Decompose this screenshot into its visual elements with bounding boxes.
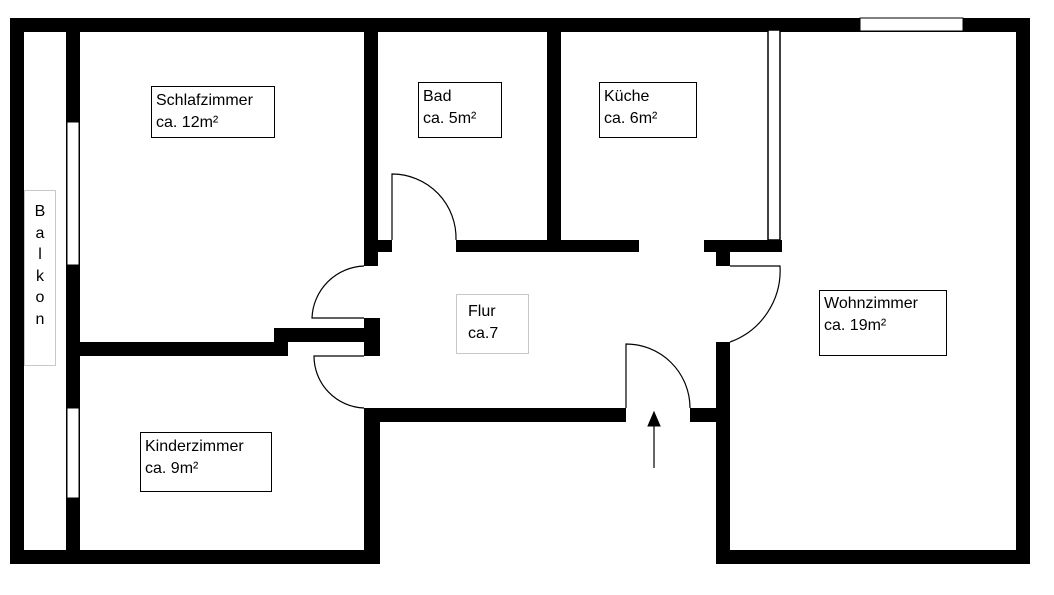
outer-wall-bottom-left — [10, 550, 380, 564]
outer-wall-top — [10, 18, 1030, 32]
wall-schlaf-kinder — [66, 342, 288, 356]
door-bad — [391, 173, 457, 241]
wall-bad-kueche-bottom — [456, 240, 639, 252]
doors — [311, 173, 781, 409]
balkon-label: B a l k o n — [24, 190, 56, 366]
wall-kinderzimmer-right — [364, 408, 380, 564]
wall-wohnzimmer-stub — [716, 240, 730, 266]
wall-flur-wohnzimmer — [716, 342, 730, 564]
wall-bad-bottom-stub — [364, 240, 392, 252]
window-kinderzimmer — [66, 407, 80, 499]
room-name: Küche — [604, 88, 650, 105]
window-schlafzimmer — [66, 121, 80, 266]
entrance-arrow — [647, 410, 661, 468]
wall-bad-kueche — [547, 18, 561, 248]
room-name: Bad — [423, 88, 452, 105]
door-schlafzimmer — [311, 265, 365, 319]
room-name: Wohnzimmer — [824, 295, 918, 312]
wall-flur-bottom — [364, 408, 626, 422]
room-area: ca. 6m² — [604, 110, 658, 127]
balkon-letter: l — [38, 246, 42, 263]
balkon-letter: o — [35, 289, 45, 306]
door-entrance — [625, 343, 691, 409]
room-label-kinderzimmer: Kinderzimmer ca. 9m² — [140, 432, 272, 492]
room-label-flur: Flur ca.7 — [456, 294, 529, 354]
outer-wall-bottom-right — [716, 550, 1030, 564]
room-area: ca. 9m² — [145, 460, 199, 477]
window-top-right — [859, 17, 964, 32]
outer-wall-right — [1016, 18, 1030, 564]
balkon-letter: n — [35, 310, 45, 328]
room-area: ca.7 — [468, 325, 499, 342]
partition-kueche-wohnzimmer — [767, 29, 781, 241]
balkon-letter: a — [35, 224, 45, 242]
door-kinderzimmer — [313, 355, 365, 409]
room-label-bad: Bad ca. 5m² — [418, 82, 502, 138]
balkon-letter: k — [36, 267, 44, 285]
room-name: Schlafzimmer — [156, 92, 253, 109]
room-name: Flur — [468, 303, 496, 320]
wall-schlafzimmer-bad — [364, 18, 378, 266]
room-area: ca. 19m² — [824, 317, 887, 334]
room-area: ca. 12m² — [156, 114, 219, 131]
outer-wall-left — [10, 18, 24, 564]
wall-schlaf-kinder-step — [274, 328, 380, 342]
room-name: Kinderzimmer — [145, 438, 244, 455]
room-label-kueche: Küche ca. 6m² — [599, 82, 697, 138]
room-area: ca. 5m² — [423, 110, 477, 127]
wall-kueche-right-stub — [704, 240, 782, 252]
door-wohnzimmer — [729, 265, 781, 343]
balkon-letter: B — [34, 203, 46, 220]
room-label-wohnzimmer: Wohnzimmer ca. 19m² — [819, 290, 947, 356]
room-label-schlafzimmer: Schlafzimmer ca. 12m² — [151, 86, 275, 138]
windows — [66, 17, 964, 499]
